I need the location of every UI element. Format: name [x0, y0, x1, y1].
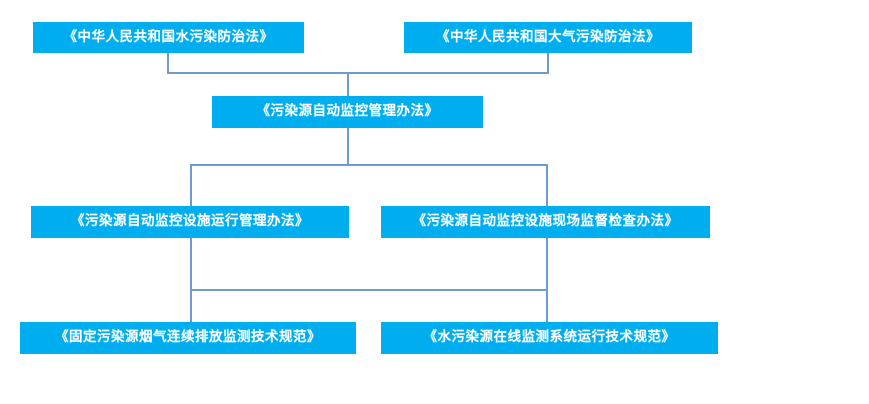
- connector-to-spec-cems: [190, 289, 192, 323]
- connector-measure-admin-down: [347, 128, 349, 166]
- node-law-air[interactable]: 《中华人民共和国大气污染防治法》: [404, 22, 692, 53]
- connector-level1-bus: [167, 72, 549, 74]
- node-spec-cems[interactable]: 《固定污染源烟气连续排放监测技术规范》: [20, 322, 356, 354]
- connector-level3-bus: [190, 289, 548, 291]
- node-law-water[interactable]: 《中华人民共和国水污染防治法》: [33, 22, 304, 53]
- connector-measure-inspection-down: [546, 238, 548, 291]
- node-measure-admin[interactable]: 《污染源自动监控管理办法》: [212, 96, 483, 128]
- connector-to-spec-water-online: [546, 289, 548, 323]
- node-spec-water-online[interactable]: 《水污染源在线监测系统运行技术规范》: [381, 322, 718, 354]
- connector-law-water-down: [167, 53, 169, 74]
- connector-measure-operation-down: [190, 238, 192, 291]
- connector-to-measure-admin: [347, 72, 349, 96]
- connector-to-measure-inspection: [546, 164, 548, 207]
- connector-law-air-down: [547, 53, 549, 74]
- node-measure-operation[interactable]: 《污染源自动监控设施运行管理办法》: [31, 206, 349, 238]
- connector-level2-bus: [190, 164, 548, 166]
- connector-to-measure-operation: [190, 164, 192, 207]
- node-measure-inspection[interactable]: 《污染源自动监控设施现场监督检查办法》: [381, 206, 710, 238]
